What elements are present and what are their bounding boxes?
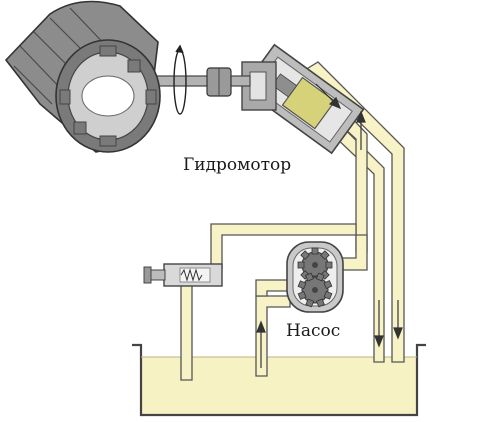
flow-arrow-icon — [256, 83, 403, 368]
gear-lower — [297, 272, 333, 308]
relief-valve — [143, 263, 223, 287]
motor-label: Гидромотор — [183, 155, 291, 175]
pipelines — [180, 61, 405, 381]
valve-drain-pipe — [180, 281, 193, 381]
driven-drum — [4, 0, 161, 153]
gear-pump — [286, 241, 344, 313]
rotation-arrow-icon — [173, 44, 187, 115]
drive-shaft — [99, 67, 251, 97]
pump-label: Насос — [286, 321, 340, 341]
tank-wall — [132, 343, 426, 417]
hydraulic-motor — [241, 43, 365, 155]
pump-inlet-elbow — [255, 279, 291, 297]
valve-spring — [180, 268, 203, 282]
